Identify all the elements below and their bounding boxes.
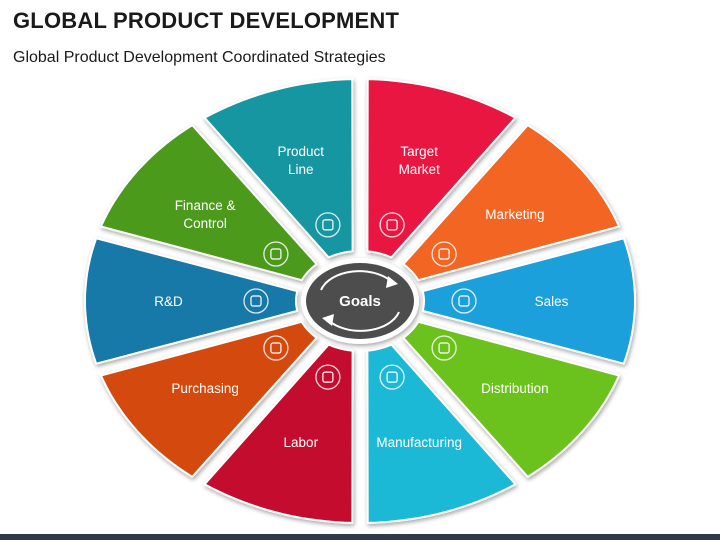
target-icon bbox=[379, 212, 405, 238]
segment-label-rd: R&D bbox=[154, 294, 183, 309]
segment-label-purchasing: Purchasing bbox=[171, 381, 239, 396]
segment-label-distribution: Distribution bbox=[481, 381, 549, 396]
segment-labor: Labor bbox=[203, 343, 354, 524]
goals-label: Goals bbox=[339, 293, 381, 310]
cycle-arrows-icon bbox=[320, 270, 400, 332]
segment-shape-labor bbox=[203, 343, 354, 524]
megaphone-icon bbox=[431, 241, 457, 267]
cart-icon bbox=[263, 335, 289, 361]
finance-chart-icon bbox=[263, 241, 289, 267]
segment-shape-finance bbox=[99, 124, 318, 282]
segment-purchasing: Purchasing bbox=[99, 320, 318, 478]
goals-hub: Goals bbox=[301, 258, 419, 344]
segment-shape-purchasing bbox=[99, 320, 318, 478]
segment-label-finance: Finance &Control bbox=[175, 198, 236, 231]
segment-manufacturing: Manufacturing bbox=[366, 343, 517, 524]
footer-bar bbox=[0, 534, 720, 540]
segment-label-manufacturing: Manufacturing bbox=[376, 435, 462, 450]
segment-shape-target-market bbox=[366, 78, 517, 259]
segment-rd: R&D bbox=[84, 237, 299, 365]
page-subtitle: Global Product Development Coordinated S… bbox=[13, 49, 386, 66]
segment-shape-marketing bbox=[402, 124, 621, 282]
segment-shape-manufacturing bbox=[366, 343, 517, 524]
magnifier-icon bbox=[243, 288, 269, 314]
segment-shape-product-line bbox=[203, 78, 354, 259]
pencil-ruler-icon bbox=[315, 212, 341, 238]
segment-shape-sales bbox=[421, 237, 636, 365]
network-icon bbox=[431, 335, 457, 361]
segment-finance: Finance &Control bbox=[99, 124, 318, 282]
worker-icon bbox=[315, 364, 341, 390]
segment-label-labor: Labor bbox=[284, 435, 319, 450]
segment-label-marketing: Marketing bbox=[485, 207, 544, 222]
segment-shape-distribution bbox=[402, 320, 621, 478]
segment-sales: Sales bbox=[421, 237, 636, 365]
segment-distribution: Distribution bbox=[402, 320, 621, 478]
segment-label-sales: Sales bbox=[535, 294, 569, 309]
segment-marketing: Marketing bbox=[402, 124, 621, 282]
sales-chart-icon bbox=[451, 288, 477, 314]
page-title: GLOBAL PRODUCT DEVELOPMENT bbox=[13, 8, 400, 33]
factory-workers-icon bbox=[379, 364, 405, 390]
segment-shape-rd bbox=[84, 237, 299, 365]
